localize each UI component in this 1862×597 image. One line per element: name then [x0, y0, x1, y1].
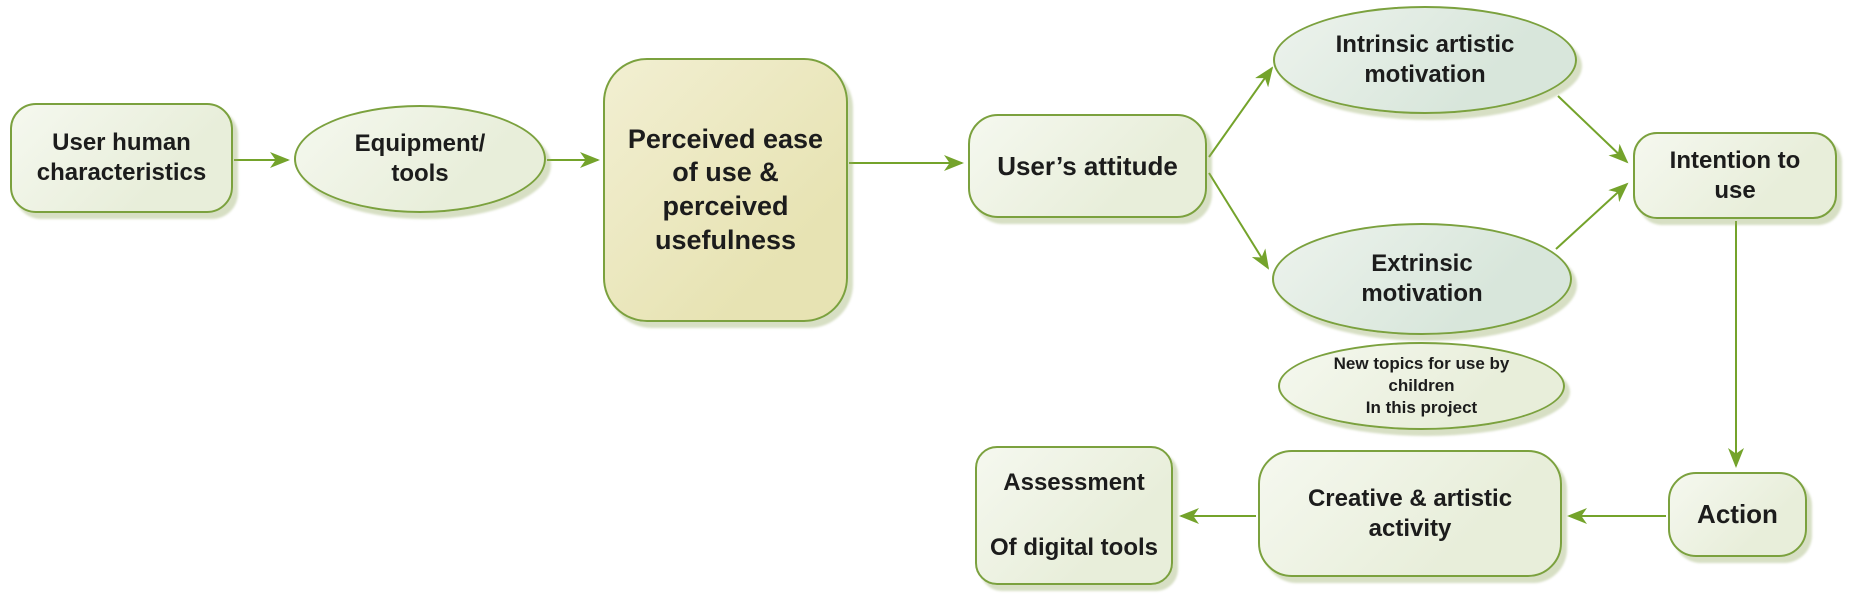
node-users-attitude: User’s attitude: [968, 114, 1207, 218]
node-label: Perceived ease of use & perceived useful…: [627, 123, 824, 255]
node-perceived-ease-usefulness: Perceived ease of use & perceived useful…: [603, 58, 848, 322]
node-label: Creative & artistic activity: [1307, 484, 1513, 542]
node-label: Action: [1697, 499, 1778, 530]
node-label: Intrinsic artistic motivation: [1335, 31, 1515, 88]
node-label: New topics for use by children In this p…: [1333, 353, 1510, 418]
node-creative-artistic-activity: Creative & artistic activity: [1258, 450, 1562, 577]
arrow-attitude-to-intrinsic: [1208, 66, 1274, 158]
node-action: Action: [1668, 472, 1807, 557]
arrow-attitude-to-extrinsic: [1208, 172, 1270, 270]
node-label: User’s attitude: [997, 150, 1178, 181]
node-equipment-tools: Equipment/ tools: [294, 105, 546, 213]
node-label: Intention to use: [1669, 146, 1801, 204]
node-label: Equipment/ tools: [354, 130, 486, 187]
arrow-extrinsic-to-intention: [1555, 182, 1629, 250]
node-intrinsic-artistic-motivation: Intrinsic artistic motivation: [1273, 6, 1577, 114]
node-user-human-characteristics: User human characteristics: [10, 103, 233, 213]
node-label: User human characteristics: [36, 129, 207, 186]
node-label: Assessment Of digital tools: [990, 468, 1158, 561]
node-extrinsic-motivation: Extrinsic motivation: [1272, 223, 1572, 335]
node-new-topics-for-children: New topics for use by children In this p…: [1278, 342, 1565, 430]
node-assessment-of-digital-tools: Assessment Of digital tools: [975, 446, 1173, 585]
node-intention-to-use: Intention to use: [1633, 132, 1837, 219]
arrow-intrinsic-to-intention: [1557, 95, 1629, 164]
node-label: Extrinsic motivation: [1361, 250, 1483, 307]
